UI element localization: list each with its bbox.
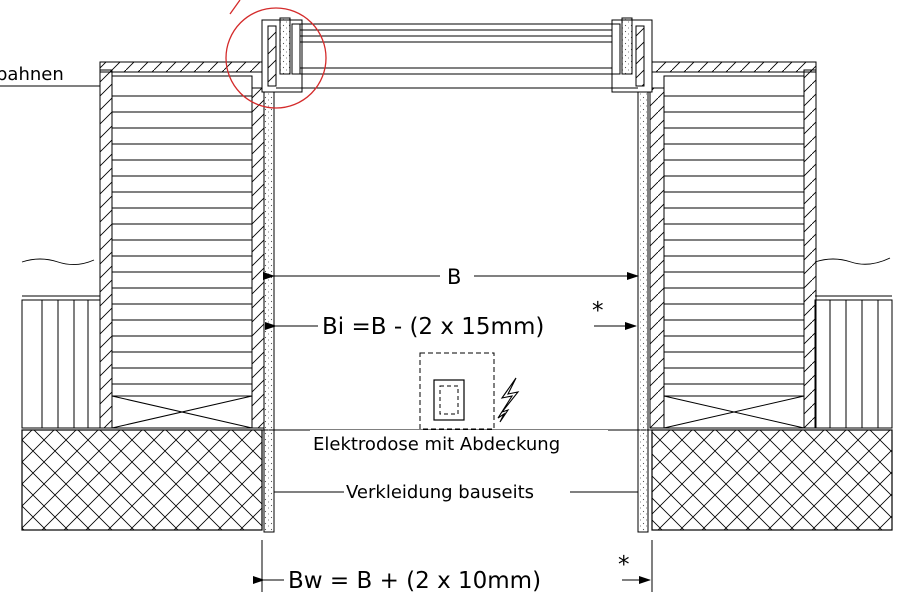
label-dim-bw: Bw = B + (2 x 10mm) <box>288 568 541 594</box>
label-cladding: Verkleidung bauseits <box>346 482 534 503</box>
label-dim-bw-asterisk: * <box>618 552 630 578</box>
surface-line-left <box>21 258 95 265</box>
curb-right <box>649 61 817 429</box>
label-dim-bi: Bi =B - (2 x 15mm) <box>322 314 544 340</box>
cladding-strip-right <box>637 87 649 533</box>
label-electrical-box: Elektrodose mit Abdeckung <box>313 434 560 455</box>
lightning-icon <box>497 377 520 423</box>
curb-left <box>99 61 265 429</box>
surface-line-right <box>814 257 891 265</box>
base-slab-left <box>21 429 263 531</box>
outer-block-right <box>814 295 893 429</box>
detail-highlight-circle <box>225 7 327 109</box>
base-slab-right <box>651 429 893 531</box>
label-dim-b: B <box>447 265 461 289</box>
label-membrane: bahnen <box>0 64 64 85</box>
cladding-strip-left <box>263 87 275 533</box>
electrical-box-symbol <box>419 352 495 430</box>
label-dim-bi-asterisk: * <box>592 298 604 324</box>
detail-highlight-leader <box>229 0 241 15</box>
skylight-frame <box>261 17 653 93</box>
outer-block-left <box>21 295 101 429</box>
